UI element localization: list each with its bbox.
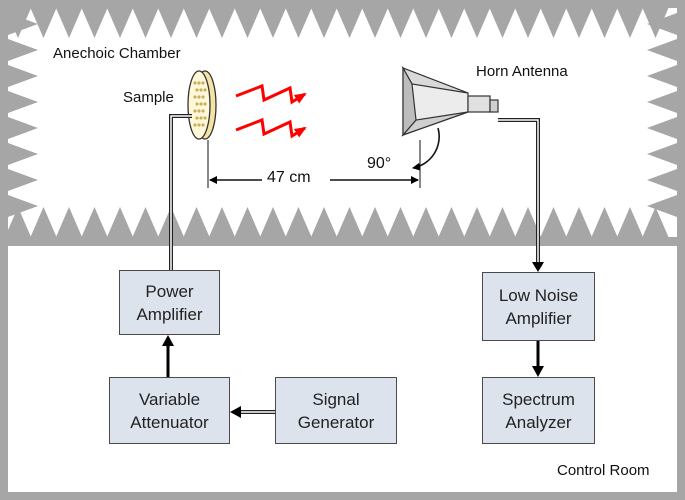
- power-amplifier-block: Power Amplifier: [119, 270, 220, 335]
- horn-antenna-drawing: [401, 65, 499, 137]
- variable-attenuator-line1: Variable: [138, 389, 201, 409]
- low-noise-amplifier-block: Low Noise Amplifier: [482, 272, 595, 341]
- variable-attenuator-line2: Attenuator: [130, 412, 209, 432]
- chamber-divider: [4, 237, 681, 246]
- rotation-label: 90°: [367, 155, 392, 172]
- cable-pa-to-sample: [169, 114, 192, 270]
- control-room-label: Control Room: [557, 462, 650, 479]
- spectrum-analyzer-line1: Spectrum: [502, 389, 575, 409]
- signal-generator-line2: Generator: [297, 412, 375, 432]
- spectrum-analyzer-line2: Analyzer: [505, 412, 572, 432]
- low-noise-amplifier-line1: Low Noise: [498, 285, 579, 305]
- wave-1: [235, 83, 307, 105]
- wave-2: [235, 117, 307, 139]
- absorber-spikes: [5, 8, 677, 237]
- sample-disc: [187, 70, 217, 140]
- power-amplifier-line2: Amplifier: [136, 304, 203, 324]
- power-amplifier-line1: Power: [145, 281, 194, 301]
- variable-attenuator-block: Variable Attenuator: [109, 377, 230, 444]
- signal-generator-line1: Signal: [312, 389, 360, 409]
- distance-label: 47 cm: [267, 169, 311, 186]
- chamber-label: Anechoic Chamber: [53, 45, 181, 62]
- sample-label: Sample: [123, 89, 174, 106]
- horn-label: Horn Antenna: [476, 63, 568, 80]
- rotation-arc: [412, 127, 440, 171]
- signal-generator-block: Signal Generator: [275, 377, 397, 444]
- low-noise-amplifier-line2: Amplifier: [505, 308, 572, 328]
- spectrum-analyzer-block: Spectrum Analyzer: [482, 377, 595, 444]
